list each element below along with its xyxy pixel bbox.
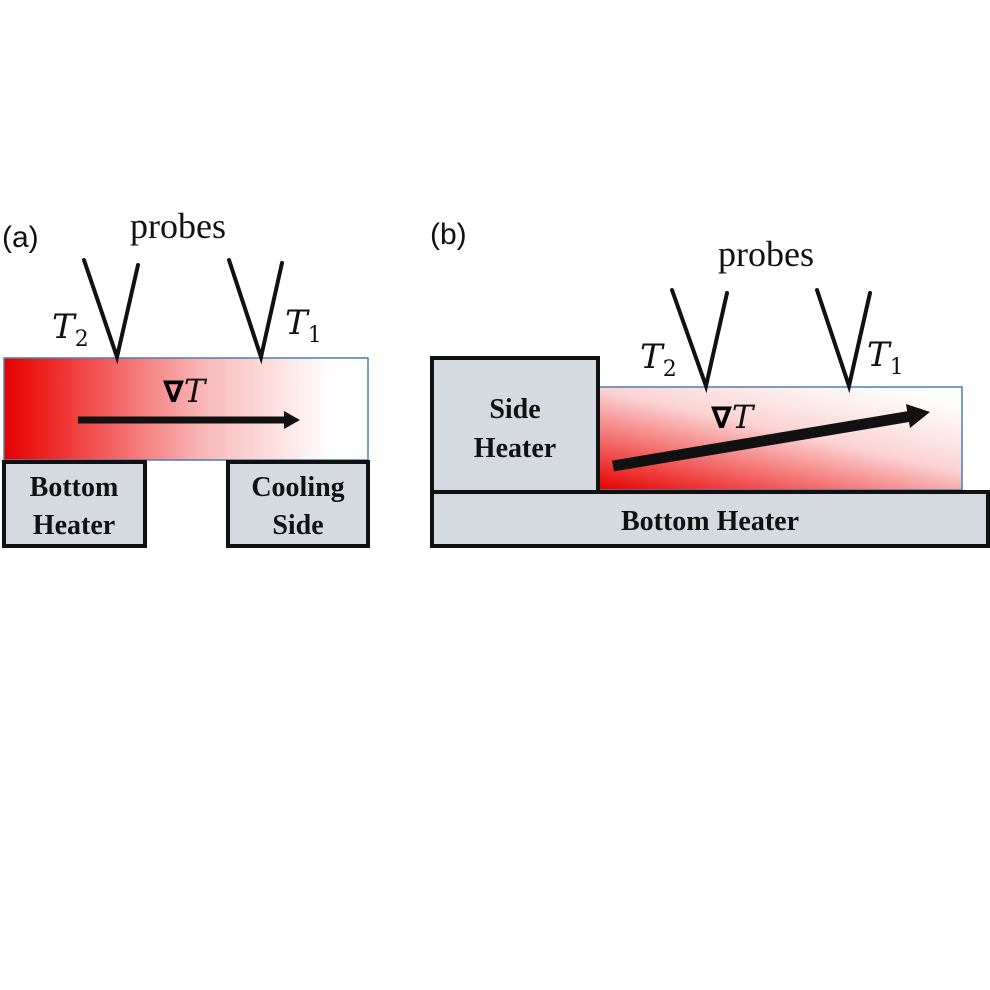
panel-b-probes-label: probes: [718, 234, 814, 274]
panel-a-bottom-heater: [2, 460, 147, 548]
panel-b-gradient-label: ∇T: [711, 398, 756, 436]
panel-a-cooling-side-line1: Cooling: [251, 472, 344, 503]
panel-a-t1-label: T1: [285, 303, 322, 348]
panel-b-probe-t2: [670, 288, 729, 394]
panel-b-side-heater: [430, 356, 600, 494]
panel-b-label: (b): [430, 218, 467, 251]
panel-a: (a) probes T2 T1 ∇T Bottom Heater Coolin: [2, 206, 370, 548]
panel-a-label: (a): [2, 221, 39, 254]
panel-b-bottom-heater-label: Bottom Heater: [621, 506, 799, 537]
panel-b-probe-t1: [815, 288, 872, 394]
panel-a-cooling-side: [226, 460, 370, 548]
panel-a-t2-label: T2: [52, 307, 89, 352]
panel-a-gradient-arrow: [78, 411, 300, 429]
panel-b-t2-label: T2: [640, 337, 677, 382]
panel-a-probes-label: probes: [130, 206, 226, 246]
panel-a-bottom-heater-line2: Heater: [33, 510, 115, 541]
panel-a-probe-t2: [82, 258, 140, 365]
panel-a-sample: [3, 357, 369, 461]
panel-b-gradient-arrow: [612, 404, 930, 472]
panel-b-bottom-heater: [430, 490, 990, 548]
panel-b-side-heater-line2: Heater: [474, 433, 556, 464]
panel-a-cooling-side-line2: Side: [272, 510, 323, 541]
panel-a-probe-t1: [227, 258, 284, 365]
panel-a-gradient-label: ∇T: [163, 372, 208, 410]
panel-b: (b) probes Side Heater Bottom Heater T2 …: [430, 218, 990, 548]
panel-a-bottom-heater-line1: Bottom: [30, 472, 119, 503]
panel-b-t1-label: T1: [867, 335, 904, 380]
panel-b-side-heater-line1: Side: [489, 394, 540, 425]
